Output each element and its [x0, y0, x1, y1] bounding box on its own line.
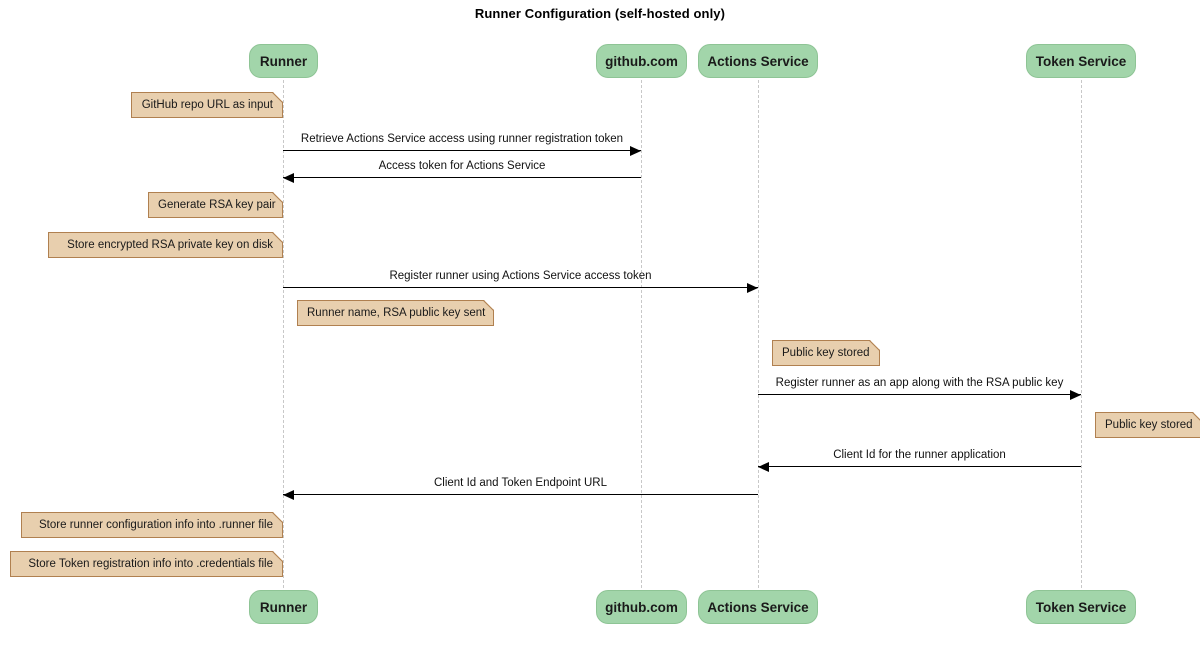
diagram-title: Runner Configuration (self-hosted only)	[474, 6, 726, 21]
participant-label: Runner	[259, 53, 308, 69]
participant-token-top[interactable]: Token Service	[1026, 44, 1136, 78]
note-label: Runner name, RSA public key sent	[307, 307, 486, 319]
note-fold-corner-icon	[273, 92, 283, 102]
note-fold-edge-icon	[272, 232, 283, 243]
note-fold-edge-icon	[272, 512, 283, 523]
message-label: Client Id for the runner application	[833, 449, 1006, 461]
participant-label: github.com	[605, 53, 678, 69]
arrowhead-left-icon	[283, 173, 294, 183]
message-line	[283, 150, 641, 151]
message-label: Client Id and Token Endpoint URL	[433, 477, 608, 489]
note-label: Generate RSA key pair	[158, 199, 276, 211]
participant-runner-bottom[interactable]: Runner	[249, 590, 318, 624]
note-label: Public key stored	[782, 347, 870, 359]
note-fold-corner-icon	[484, 300, 494, 310]
note-5: Public key stored	[772, 340, 880, 366]
note-3: Store encrypted RSA private key on disk	[48, 232, 283, 258]
note-label: GitHub repo URL as input	[141, 99, 273, 111]
note-fold-corner-icon	[273, 512, 283, 522]
lifeline-github	[641, 80, 642, 588]
note-fold-edge-icon	[272, 551, 283, 562]
participant-label: Actions Service	[707, 599, 809, 615]
note-6: Public key stored	[1095, 412, 1200, 438]
arrowhead-right-icon	[1070, 390, 1081, 400]
note-fold-corner-icon	[870, 340, 880, 350]
participant-github-bottom[interactable]: github.com	[596, 590, 687, 624]
note-label: Public key stored	[1105, 419, 1193, 431]
participant-label: github.com	[605, 599, 678, 615]
participant-label: Token Service	[1035, 599, 1127, 615]
message-label: Register runner as an app along with the…	[775, 377, 1064, 389]
note-fold-edge-icon	[483, 300, 494, 311]
lifeline-runner	[283, 80, 284, 588]
note-fold-corner-icon	[273, 551, 283, 561]
participant-actions-bottom[interactable]: Actions Service	[698, 590, 818, 624]
message-line	[283, 287, 758, 288]
note-label: Store runner configuration info into .ru…	[39, 519, 273, 531]
note-label: Store encrypted RSA private key on disk	[67, 239, 273, 251]
message-label: Register runner using Actions Service ac…	[389, 270, 652, 282]
note-fold-corner-icon	[273, 192, 283, 202]
arrowhead-left-icon	[758, 462, 769, 472]
arrowhead-right-icon	[630, 146, 641, 156]
message-line	[758, 466, 1081, 467]
lifeline-actions	[758, 80, 759, 588]
note-2: Generate RSA key pair	[148, 192, 283, 218]
note-fold-edge-icon	[272, 192, 283, 203]
note-4: Runner name, RSA public key sent	[297, 300, 494, 326]
participant-github-top[interactable]: github.com	[596, 44, 687, 78]
lifeline-token	[1081, 80, 1082, 588]
participant-token-bottom[interactable]: Token Service	[1026, 590, 1136, 624]
note-7: Store runner configuration info into .ru…	[21, 512, 283, 538]
note-fold-edge-icon	[869, 340, 880, 351]
message-line	[283, 494, 758, 495]
note-8: Store Token registration info into .cred…	[10, 551, 283, 577]
note-fold-edge-icon	[272, 92, 283, 103]
participant-label: Actions Service	[707, 53, 809, 69]
message-line	[283, 177, 641, 178]
message-line	[758, 394, 1081, 395]
message-label: Access token for Actions Service	[378, 160, 546, 172]
arrowhead-left-icon	[283, 490, 294, 500]
participant-actions-top[interactable]: Actions Service	[698, 44, 818, 78]
note-fold-edge-icon	[1192, 412, 1200, 422]
note-fold-corner-icon	[273, 232, 283, 242]
participant-runner-top[interactable]: Runner	[249, 44, 318, 78]
note-1: GitHub repo URL as input	[131, 92, 283, 118]
message-label: Retrieve Actions Service access using ru…	[300, 133, 624, 145]
participant-label: Token Service	[1035, 53, 1127, 69]
participant-label: Runner	[259, 599, 308, 615]
note-label: Store Token registration info into .cred…	[28, 558, 273, 570]
arrowhead-right-icon	[747, 283, 758, 293]
